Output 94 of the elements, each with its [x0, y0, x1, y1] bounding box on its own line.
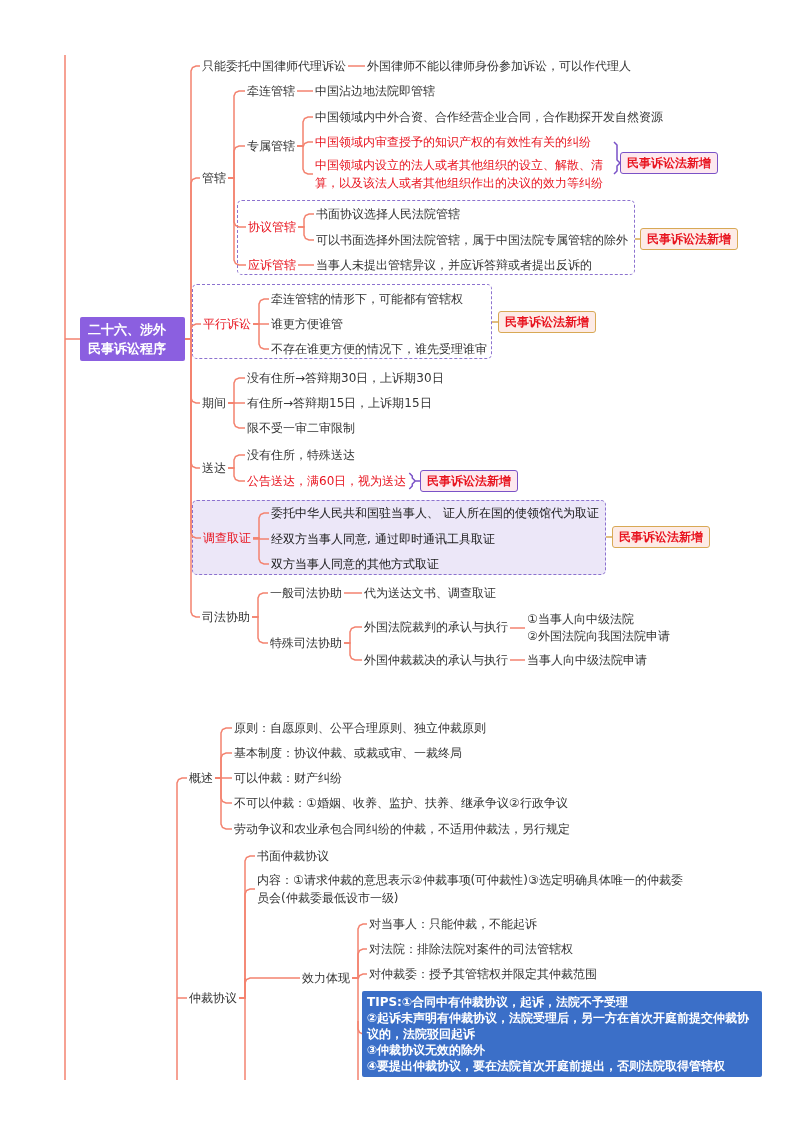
branch-text: 没有住所，特殊送达 [245, 446, 357, 464]
branch-text: 平行诉讼 [201, 315, 253, 333]
tip-text: ②起诉未声明有仲裁协议，法院受理后，另一方在首次开庭前提交仲裁协议的，法院驳回起诉 [367, 1010, 751, 1042]
branch-text: 限不受一审二审限制 [245, 419, 357, 437]
branch-connector [252, 323, 270, 350]
branch-connector [509, 627, 526, 629]
branch-text: 期间 [200, 394, 228, 412]
branch-text: 一般司法协助 [268, 584, 344, 602]
branch-text: 中国领域内设立的法人或者其他组织的设立、解散、清算，以及该法人或者其他组织作出的决议的效力等纠纷 [313, 156, 613, 192]
branch-text: 协议管辖 [246, 218, 298, 236]
branch-text: 外国仲裁裁决的承认与执行 [362, 651, 510, 669]
branch-text: 中国领域内审查授予的知识产权的有效性有关的纠纷 [313, 133, 613, 151]
note-tag: 民事诉讼法新增 [420, 470, 518, 492]
branch-connector [491, 321, 499, 323]
brace-connector [408, 472, 421, 490]
dashed-group-box [192, 284, 492, 359]
branch-text: ②外国法院向我国法院申请 [527, 628, 670, 645]
branch-text: 特殊司法协助 [268, 634, 344, 652]
branch-text: 经双方当事人同意, 通过即时通讯工具取证 [269, 530, 497, 548]
branch-text: 应诉管辖 [246, 256, 298, 274]
branch-connector [296, 145, 314, 175]
branch-text: 劳动争议和农业承包合同纠纷的仲裁，不适用仲裁法，另行规定 [232, 820, 572, 838]
branch-connector [351, 977, 364, 1035]
branch-text: 有住所→答辩期15日，上诉期15日 [245, 394, 434, 412]
branch-connector [184, 338, 201, 618]
branch-text: 公告送达，满60日，视为送达 [245, 472, 409, 490]
tip-text: TIPS:①合同中有仲裁协议，起诉，法院不予受理 [367, 994, 630, 1010]
brace-connector [613, 141, 621, 164]
branch-text: 送达 [200, 459, 228, 477]
branch-text: 司法协助 [200, 608, 252, 626]
dashed-group-box [237, 200, 635, 275]
branch-text: ①当事人向中级法院 [527, 611, 635, 628]
branch-connector [605, 536, 613, 538]
branch-text: 仲裁协议 [187, 989, 239, 1007]
branch-connector [252, 537, 270, 565]
branch-text: 当事人向中级法院申请 [525, 651, 649, 669]
branch-text: 中国沾边地法院即管辖 [313, 82, 437, 100]
tips-box [362, 991, 762, 1077]
branch-text: 基本制度：协议仲裁、或裁或审、一裁终局 [232, 744, 464, 762]
branch-text: 可以书面选择外国法院管辖，属于中国法院专属管辖的除外 [314, 231, 630, 249]
branch-connector [227, 402, 246, 429]
branch-text: 管辖 [200, 169, 228, 187]
branch-text: 概述 [187, 769, 215, 787]
branch-connector [297, 226, 315, 241]
branch-connector [251, 616, 269, 644]
brace-connector [613, 162, 621, 175]
branch-text: 谁更方便谁管 [269, 315, 345, 333]
branch-text: 对当事人：只能仲裁，不能起诉 [367, 915, 539, 933]
branch-text: 专属管辖 [245, 137, 297, 155]
branch-text: 调查取证 [201, 529, 253, 547]
branch-text: 牵连管辖 [245, 82, 297, 100]
branch-text: 对仲裁委：授予其管辖权并限定其仲裁范围 [367, 965, 599, 983]
dashed-group-box [192, 500, 606, 575]
branch-text: 可以仲裁：财产纠纷 [232, 769, 344, 787]
branch-text: 书面仲裁协议 [255, 847, 331, 865]
tip-text: ④要提出仲裁协议，要在法院首次开庭前提出，否则法院取得管辖权 [367, 1058, 727, 1074]
branch-connector [509, 659, 526, 661]
branch-text: 外国法院裁判的承认与执行 [362, 618, 510, 636]
branch-connector [296, 90, 314, 92]
branch-connector [297, 264, 315, 266]
branch-connector [64, 338, 81, 340]
branch-connector [252, 538, 270, 540]
branch-text: 不可以仲裁：①婚姻、收养、监护、扶养、继承争议②行政争议 [232, 794, 570, 812]
tip-text: ③仲裁协议无效的除外 [367, 1042, 487, 1058]
branch-text: 中国领域内中外合资、合作经营企业合同，合作勘探开发自然资源 [313, 108, 665, 126]
branch-text: 当事人未提出管辖异议，并应诉答辩或者提出反诉的 [314, 256, 594, 274]
branch-text: 不存在谁更方便的情况下，谁先受理谁审 [269, 340, 489, 358]
branch-text: 双方当事人同意的其他方式取证 [269, 555, 441, 573]
root-topic-box: 二十六、涉外民事诉讼程序 [80, 317, 185, 361]
branch-text: 对法院：排除法院对案件的司法管辖权 [367, 940, 575, 958]
branch-connector [214, 777, 233, 830]
branch-text: 外国律师不能以律师身份参加诉讼，可以作代理人 [365, 57, 633, 75]
branch-connector [176, 997, 188, 999]
branch-connector [227, 467, 246, 482]
note-tag: 民事诉讼法新增 [612, 526, 710, 548]
branch-text: 内容：①请求仲裁的意思表示②仲裁事项(可仲裁性)③选定明确具体唯一的仲裁委员会(仲裁委最低设市一级) [255, 871, 687, 907]
branch-connector [347, 65, 366, 67]
note-tag: 民事诉讼法新增 [640, 228, 738, 250]
branch-text: 委托中华人民共和国驻当事人、 证人所在国的使领馆代为取证 [269, 504, 601, 522]
branch-connector [227, 177, 247, 266]
note-tag: 民事诉讼法新增 [620, 152, 718, 174]
note-tag: 民事诉讼法新增 [498, 311, 596, 333]
branch-connector [343, 642, 363, 661]
branch-text: 没有住所→答辩期30日，上诉期30日 [245, 369, 446, 387]
branch-connector [634, 238, 641, 240]
branch-connector [343, 592, 363, 594]
branch-connector [176, 777, 188, 793]
branch-text: 只能委托中国律师代理诉讼 [200, 57, 348, 75]
branch-text: 原则：自愿原则、公平合理原则、独立仲裁原则 [232, 719, 488, 737]
branch-text: 效力体现 [300, 969, 352, 987]
branch-connector [238, 977, 301, 999]
branch-text: 牵连管辖的情形下，可能都有管辖权 [269, 290, 465, 308]
branch-text: 书面协议选择人民法院管辖 [314, 205, 462, 223]
branch-text: 代为送达文书、调查取证 [362, 584, 498, 602]
